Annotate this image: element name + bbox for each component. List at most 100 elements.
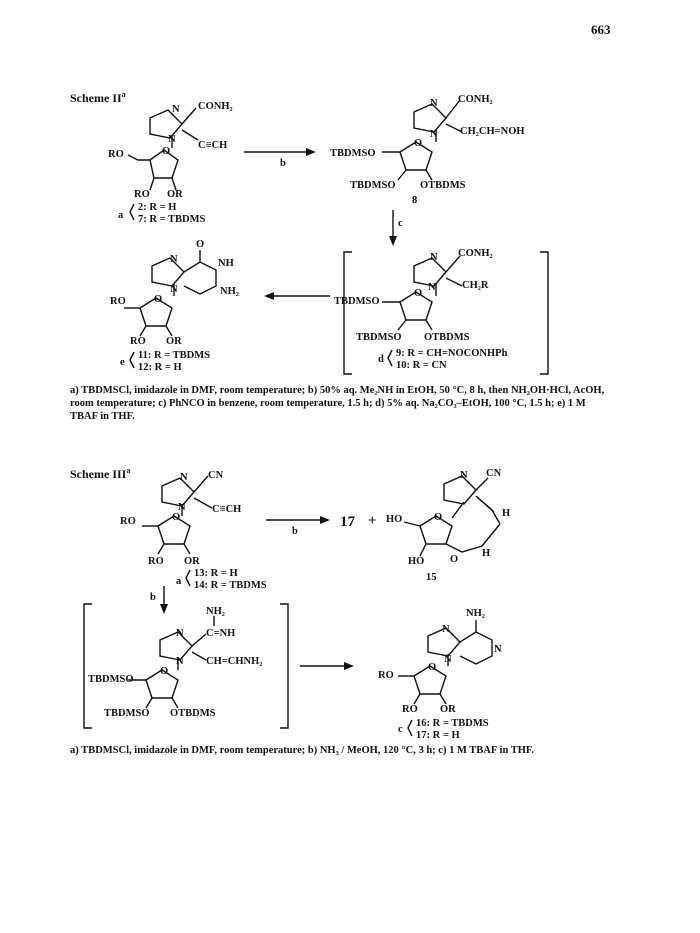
s15-ho-top: HO <box>386 514 402 525</box>
s15-bot-ho: HO <box>408 556 424 567</box>
compound-2-7-structure <box>127 107 199 191</box>
ribose-ring <box>149 149 179 179</box>
s11-e: e <box>120 357 125 368</box>
s2-ro-top: RO <box>108 149 124 160</box>
s13-a: a <box>176 576 182 587</box>
s9-conh2: CONH₂ <box>458 248 493 259</box>
s15-n: N <box>460 470 468 481</box>
bracket-right-int <box>280 603 289 729</box>
s13-bot-or: OR <box>184 556 200 567</box>
s11-ro-top: RO <box>110 296 126 307</box>
int-ring-o: O <box>160 666 168 677</box>
s13-cmp1: 13: R = H <box>194 568 238 579</box>
s16-ro-top: RO <box>378 670 394 681</box>
s16-n: N <box>442 624 450 635</box>
scheme-2-title-text: Scheme II <box>70 91 122 105</box>
int-n1: N <box>176 656 184 667</box>
intermediate-structure <box>128 616 215 709</box>
s11-ring-o: O <box>154 294 162 305</box>
arrow-b-label: b <box>280 158 286 169</box>
s11-n1: N <box>170 284 178 295</box>
s13-cmp2: 14: R = TBDMS <box>194 580 267 591</box>
s9-bot1: TBDMSO <box>356 332 402 343</box>
product-17: 17 <box>340 514 356 530</box>
s2-ro-bot: RO <box>134 189 150 200</box>
s11-bot-ro: RO <box>130 336 146 347</box>
int-cnh: C=NH <box>206 628 235 639</box>
compound-15-structure <box>403 475 501 557</box>
s2-n-label: N <box>172 104 180 115</box>
scheme-3-caption-text: a) TBDMSCl, imidazole in DMF, room tempe… <box>70 745 534 756</box>
s8-num: 8 <box>412 195 417 206</box>
s13-ring-o: O <box>172 512 180 523</box>
scheme-3-title: Scheme IIIa <box>70 466 130 482</box>
int-top: TBDMSO <box>88 674 134 685</box>
compound-9-10-structure <box>382 255 463 331</box>
scheme-2-caption-text: a) TBDMSCl, imidazole in DMF, room tempe… <box>70 385 605 422</box>
s13-n: N <box>180 472 188 483</box>
s15-num: 15 <box>426 572 437 583</box>
int-side: CH=CHNH₂ <box>206 656 262 667</box>
s15-cn: CN <box>486 468 502 479</box>
s8-side: CH₂CH=NOH <box>460 126 525 137</box>
s2-cmp-line1: 2: R = H <box>138 202 176 213</box>
s8-ring-o: O <box>414 138 422 149</box>
bracket-left-9 <box>343 251 352 375</box>
s11-nh2: NH₂ <box>220 286 239 297</box>
scheme-3-caption: a) TBDMSCl, imidazole in DMF, room tempe… <box>70 744 630 757</box>
scheme-3-title-sup: a <box>126 466 131 475</box>
s9-side: CH₂R <box>462 280 489 291</box>
s16-nh2: NH₂ <box>466 608 485 619</box>
s2-n1-label: N <box>168 134 176 145</box>
s8-bot1: TBDMSO <box>350 180 396 191</box>
bracket-left-int <box>83 603 92 729</box>
s9-cmp2: 10: R = CN <box>396 360 447 371</box>
s16-cmp2: 17: R = H <box>416 730 460 741</box>
s13-bot-ro: RO <box>148 556 164 567</box>
s2-ring-o: O <box>162 146 170 157</box>
s11-bot-or: OR <box>166 336 182 347</box>
s9-ring-o: O <box>414 288 422 299</box>
s8-top: TBDMSO <box>330 148 376 159</box>
page-number: 663 <box>591 22 611 37</box>
s11-o: O <box>196 239 204 250</box>
s11-nh: NH <box>218 258 234 269</box>
int-nh2: NH₂ <box>206 606 225 617</box>
scheme-2-title: Scheme IIa <box>70 90 126 106</box>
s16-cmp1: 16: R = TBDMS <box>416 718 489 729</box>
s11-cmp2: 12: R = H <box>138 362 182 373</box>
s15-o: O <box>450 554 458 565</box>
s9-n1: N <box>428 282 436 293</box>
scheme-3-title-text: Scheme III <box>70 467 127 481</box>
s2-cmp-a: a <box>118 210 124 221</box>
s2-cch: C≡CH <box>198 140 227 151</box>
scheme-2-title-sup: a <box>121 90 126 99</box>
bracket-right-9 <box>540 251 549 375</box>
scheme-2-caption: a) TBDMSCl, imidazole in DMF, room tempe… <box>70 384 610 423</box>
s13-cn: CN <box>208 470 224 481</box>
s8-n: N <box>430 98 438 109</box>
s13-n1: N <box>178 502 186 513</box>
s2-conh2: CONH₂ <box>198 101 233 112</box>
compound-16-17-structure <box>398 620 493 705</box>
compound-11-12-structure <box>124 250 217 337</box>
arrow-b1-label: b <box>292 526 298 537</box>
compound-13-14-structure <box>142 475 213 555</box>
s15-h1: H <box>502 508 510 519</box>
s16-c: c <box>398 724 403 735</box>
s2-cmp-line2: 7: R = TBDMS <box>138 214 205 225</box>
arrow-c-label: c <box>398 218 403 229</box>
s11-cmp1: 11: R = TBDMS <box>138 350 210 361</box>
s9-bot2: OTBDMS <box>424 332 470 343</box>
s13-cch: C≡CH <box>212 504 241 515</box>
s15-h2: H <box>482 548 490 559</box>
s16-ring-o: O <box>428 662 436 673</box>
s16-n1: N <box>444 654 452 665</box>
s13-ro-top: RO <box>120 516 136 527</box>
s8-conh2: CONH₂ <box>458 94 493 105</box>
s8-n1: N <box>430 129 438 140</box>
compound-8-structure <box>382 99 463 181</box>
arrow-b2-label: b <box>150 592 156 603</box>
imidazole-ring <box>149 109 183 139</box>
s9-top: TBDMSO <box>334 296 380 307</box>
